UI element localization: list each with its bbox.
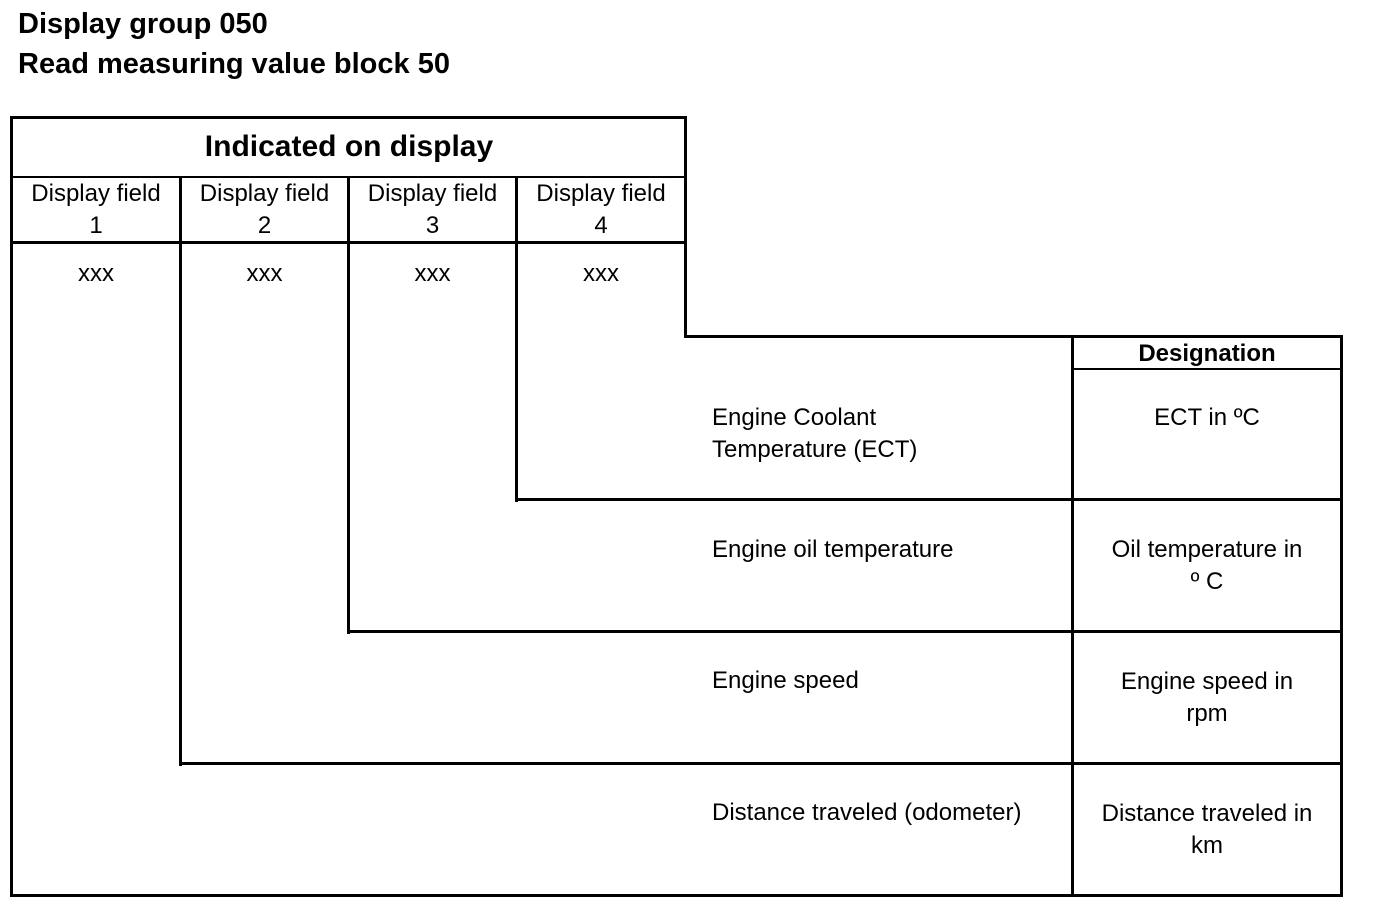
line-designation-left xyxy=(1071,335,1074,897)
display-field-1-value: xxx xyxy=(78,260,114,287)
designation-header: Designation xyxy=(1138,340,1276,367)
row-4-designation: Distance traveled in km xyxy=(1074,798,1340,862)
row-1-description-line1: Engine Coolant xyxy=(712,404,877,431)
row-4-designation-line2: km xyxy=(1191,832,1223,859)
display-field-2-number: 2 xyxy=(257,212,272,239)
row-2-designation-line1: Oil temperature in xyxy=(1111,536,1303,563)
display-field-2-header: Display field 2 xyxy=(182,178,347,242)
row-3-designation-line2: rpm xyxy=(1186,700,1228,727)
line-header-right xyxy=(684,116,687,338)
display-field-2-label: Display field xyxy=(199,180,330,207)
line-col-3 xyxy=(515,176,518,244)
line-col-2 xyxy=(347,176,350,244)
row-2-description: Engine oil temperature xyxy=(712,534,953,566)
display-field-3-number: 3 xyxy=(425,212,440,239)
line-bottom xyxy=(10,894,1343,897)
row-2-description-line1: Engine oil temperature xyxy=(712,536,954,563)
row-3-designation-line1: Engine speed in xyxy=(1120,668,1294,695)
line-step-field3 xyxy=(347,241,350,634)
row-1-description-line2: Temperature (ECT) xyxy=(712,436,918,463)
line-row-3 xyxy=(179,762,1343,765)
display-field-3-value: xxx xyxy=(414,260,451,287)
table-header-indicated: Indicated on display xyxy=(204,130,494,163)
display-field-4-label: Display field xyxy=(536,180,666,207)
line-designation-right xyxy=(1340,335,1343,897)
page-subtitle: Read measuring value block 50 xyxy=(18,48,450,80)
row-4-designation-line1: Distance traveled in xyxy=(1101,800,1313,827)
display-field-3-label: Display field xyxy=(367,180,498,207)
row-2-designation-line2: º C xyxy=(1190,568,1224,595)
display-field-3-header: Display field 3 xyxy=(350,178,515,242)
row-2-designation: Oil temperature in º C xyxy=(1074,534,1340,598)
line-step-field2 xyxy=(179,241,182,766)
line-designation-top xyxy=(684,335,1343,338)
display-field-4-value: xxx xyxy=(583,260,619,287)
page-title: Display group 050 xyxy=(18,8,268,40)
display-field-4-header: Display field 4 xyxy=(518,178,684,242)
line-top xyxy=(10,116,687,119)
row-3-description: Engine speed xyxy=(712,665,859,697)
row-4-description: Distance traveled (odometer) xyxy=(712,797,1021,829)
row-4-description-line1: Distance traveled (odometer) xyxy=(712,799,1022,826)
row-1-designation-line1: ECT in ºC xyxy=(1154,404,1260,431)
display-field-1-number: 1 xyxy=(89,212,103,239)
line-step-field4 xyxy=(515,241,518,502)
display-field-1-header: Display field 1 xyxy=(13,178,179,242)
line-row-1 xyxy=(515,498,1343,501)
line-designation-header xyxy=(1071,368,1343,370)
line-row-2 xyxy=(347,630,1343,633)
display-field-4-number: 4 xyxy=(594,212,608,239)
line-left xyxy=(10,116,13,897)
row-1-description: Engine Coolant Temperature (ECT) xyxy=(712,402,917,466)
row-3-description-line1: Engine speed xyxy=(712,667,859,694)
line-col-1 xyxy=(179,176,182,244)
row-1-designation: ECT in ºC xyxy=(1074,402,1340,434)
display-field-2-value: xxx xyxy=(246,260,283,287)
display-field-1-label: Display field xyxy=(31,180,161,207)
row-3-designation: Engine speed in rpm xyxy=(1074,666,1340,730)
